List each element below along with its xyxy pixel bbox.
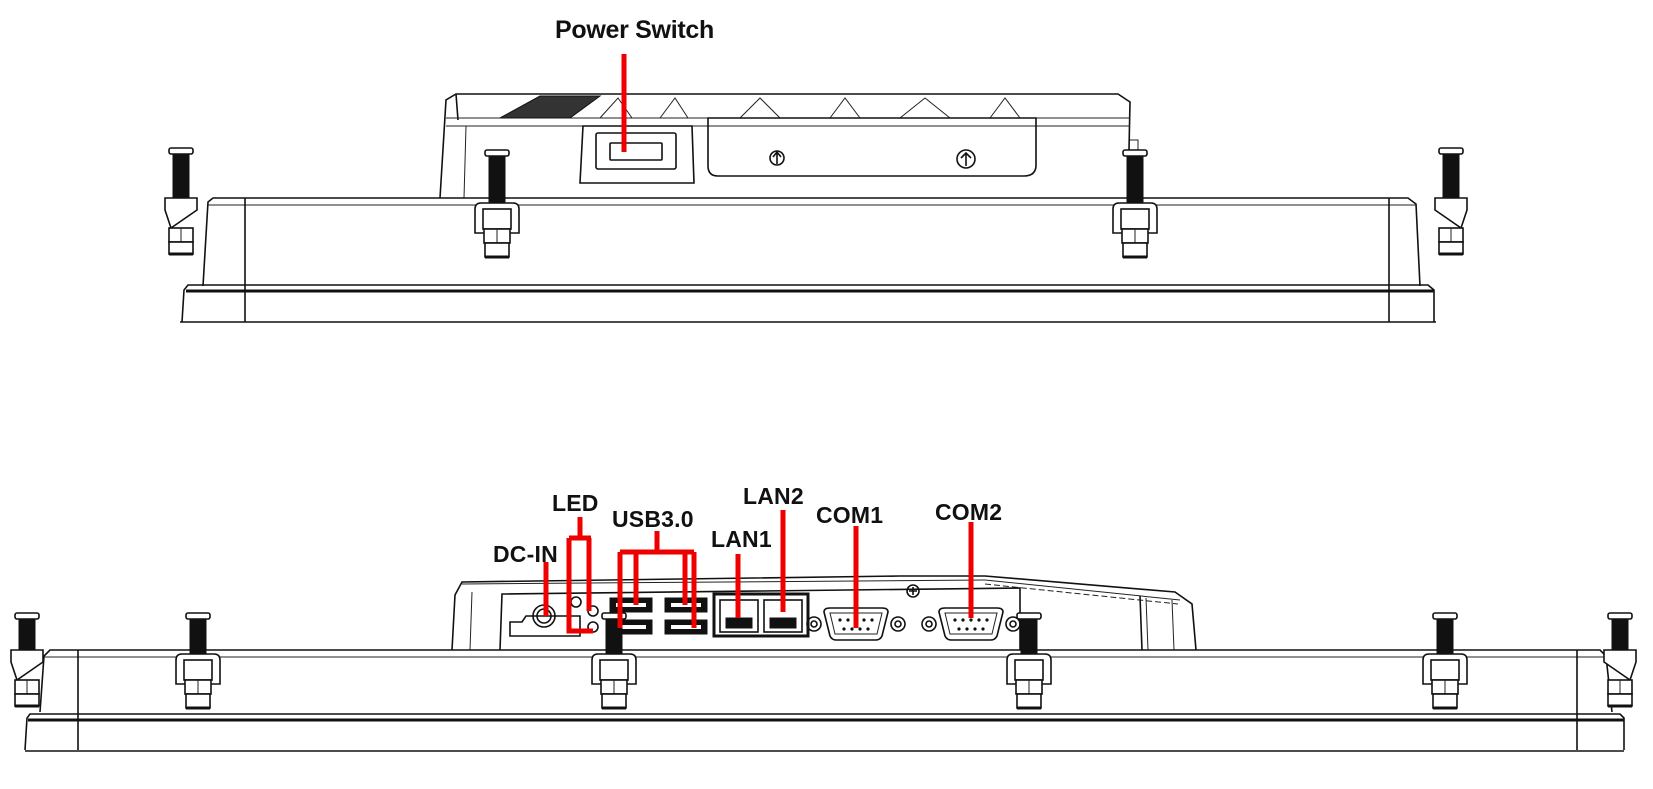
label-usb30: USB3.0	[612, 506, 694, 532]
clamp-screw	[1434, 147, 1468, 256]
led-indicators	[570, 596, 599, 633]
label-lan1: LAN1	[711, 526, 772, 552]
label-lan2: LAN2	[743, 483, 804, 509]
clamp-screw	[1422, 612, 1468, 710]
label-com1: COM1	[816, 502, 884, 528]
screw-icon	[906, 584, 920, 598]
clamp-screw	[175, 612, 221, 710]
screw-icon	[769, 150, 785, 166]
housing-ribs	[599, 97, 1021, 119]
lan-ports	[712, 592, 810, 638]
screw-icon	[956, 149, 976, 169]
bottom-view	[10, 510, 1637, 752]
label-dc-in: DC-IN	[493, 541, 558, 567]
bottom-bezel	[24, 649, 1625, 752]
clamp-screw	[1112, 149, 1158, 259]
power-switch	[609, 142, 663, 161]
com-port	[921, 607, 1021, 641]
power-switch-bay	[579, 125, 695, 184]
top-view	[164, 54, 1468, 323]
clamp-screw	[10, 612, 44, 708]
label-com2: COM2	[935, 499, 1003, 525]
mount-clamps-bottom	[10, 612, 1637, 710]
com-port	[806, 607, 906, 641]
rear-housing	[439, 93, 1139, 199]
label-led: LED	[552, 490, 599, 516]
com-ports	[806, 607, 1021, 641]
top-bezel	[180, 197, 1436, 323]
leader-lines	[543, 510, 974, 634]
clamp-screw	[164, 147, 198, 256]
cover-panel	[707, 117, 1037, 177]
clamp-screw	[1603, 612, 1637, 708]
mount-clamps-top	[164, 147, 1468, 259]
clamp-screw	[474, 149, 520, 259]
leader-line-usb30	[617, 531, 697, 628]
vent-grille	[499, 95, 602, 119]
label-power-switch: Power Switch	[555, 16, 714, 44]
leader-line-led	[566, 517, 593, 634]
clamp-screw	[1006, 612, 1052, 710]
